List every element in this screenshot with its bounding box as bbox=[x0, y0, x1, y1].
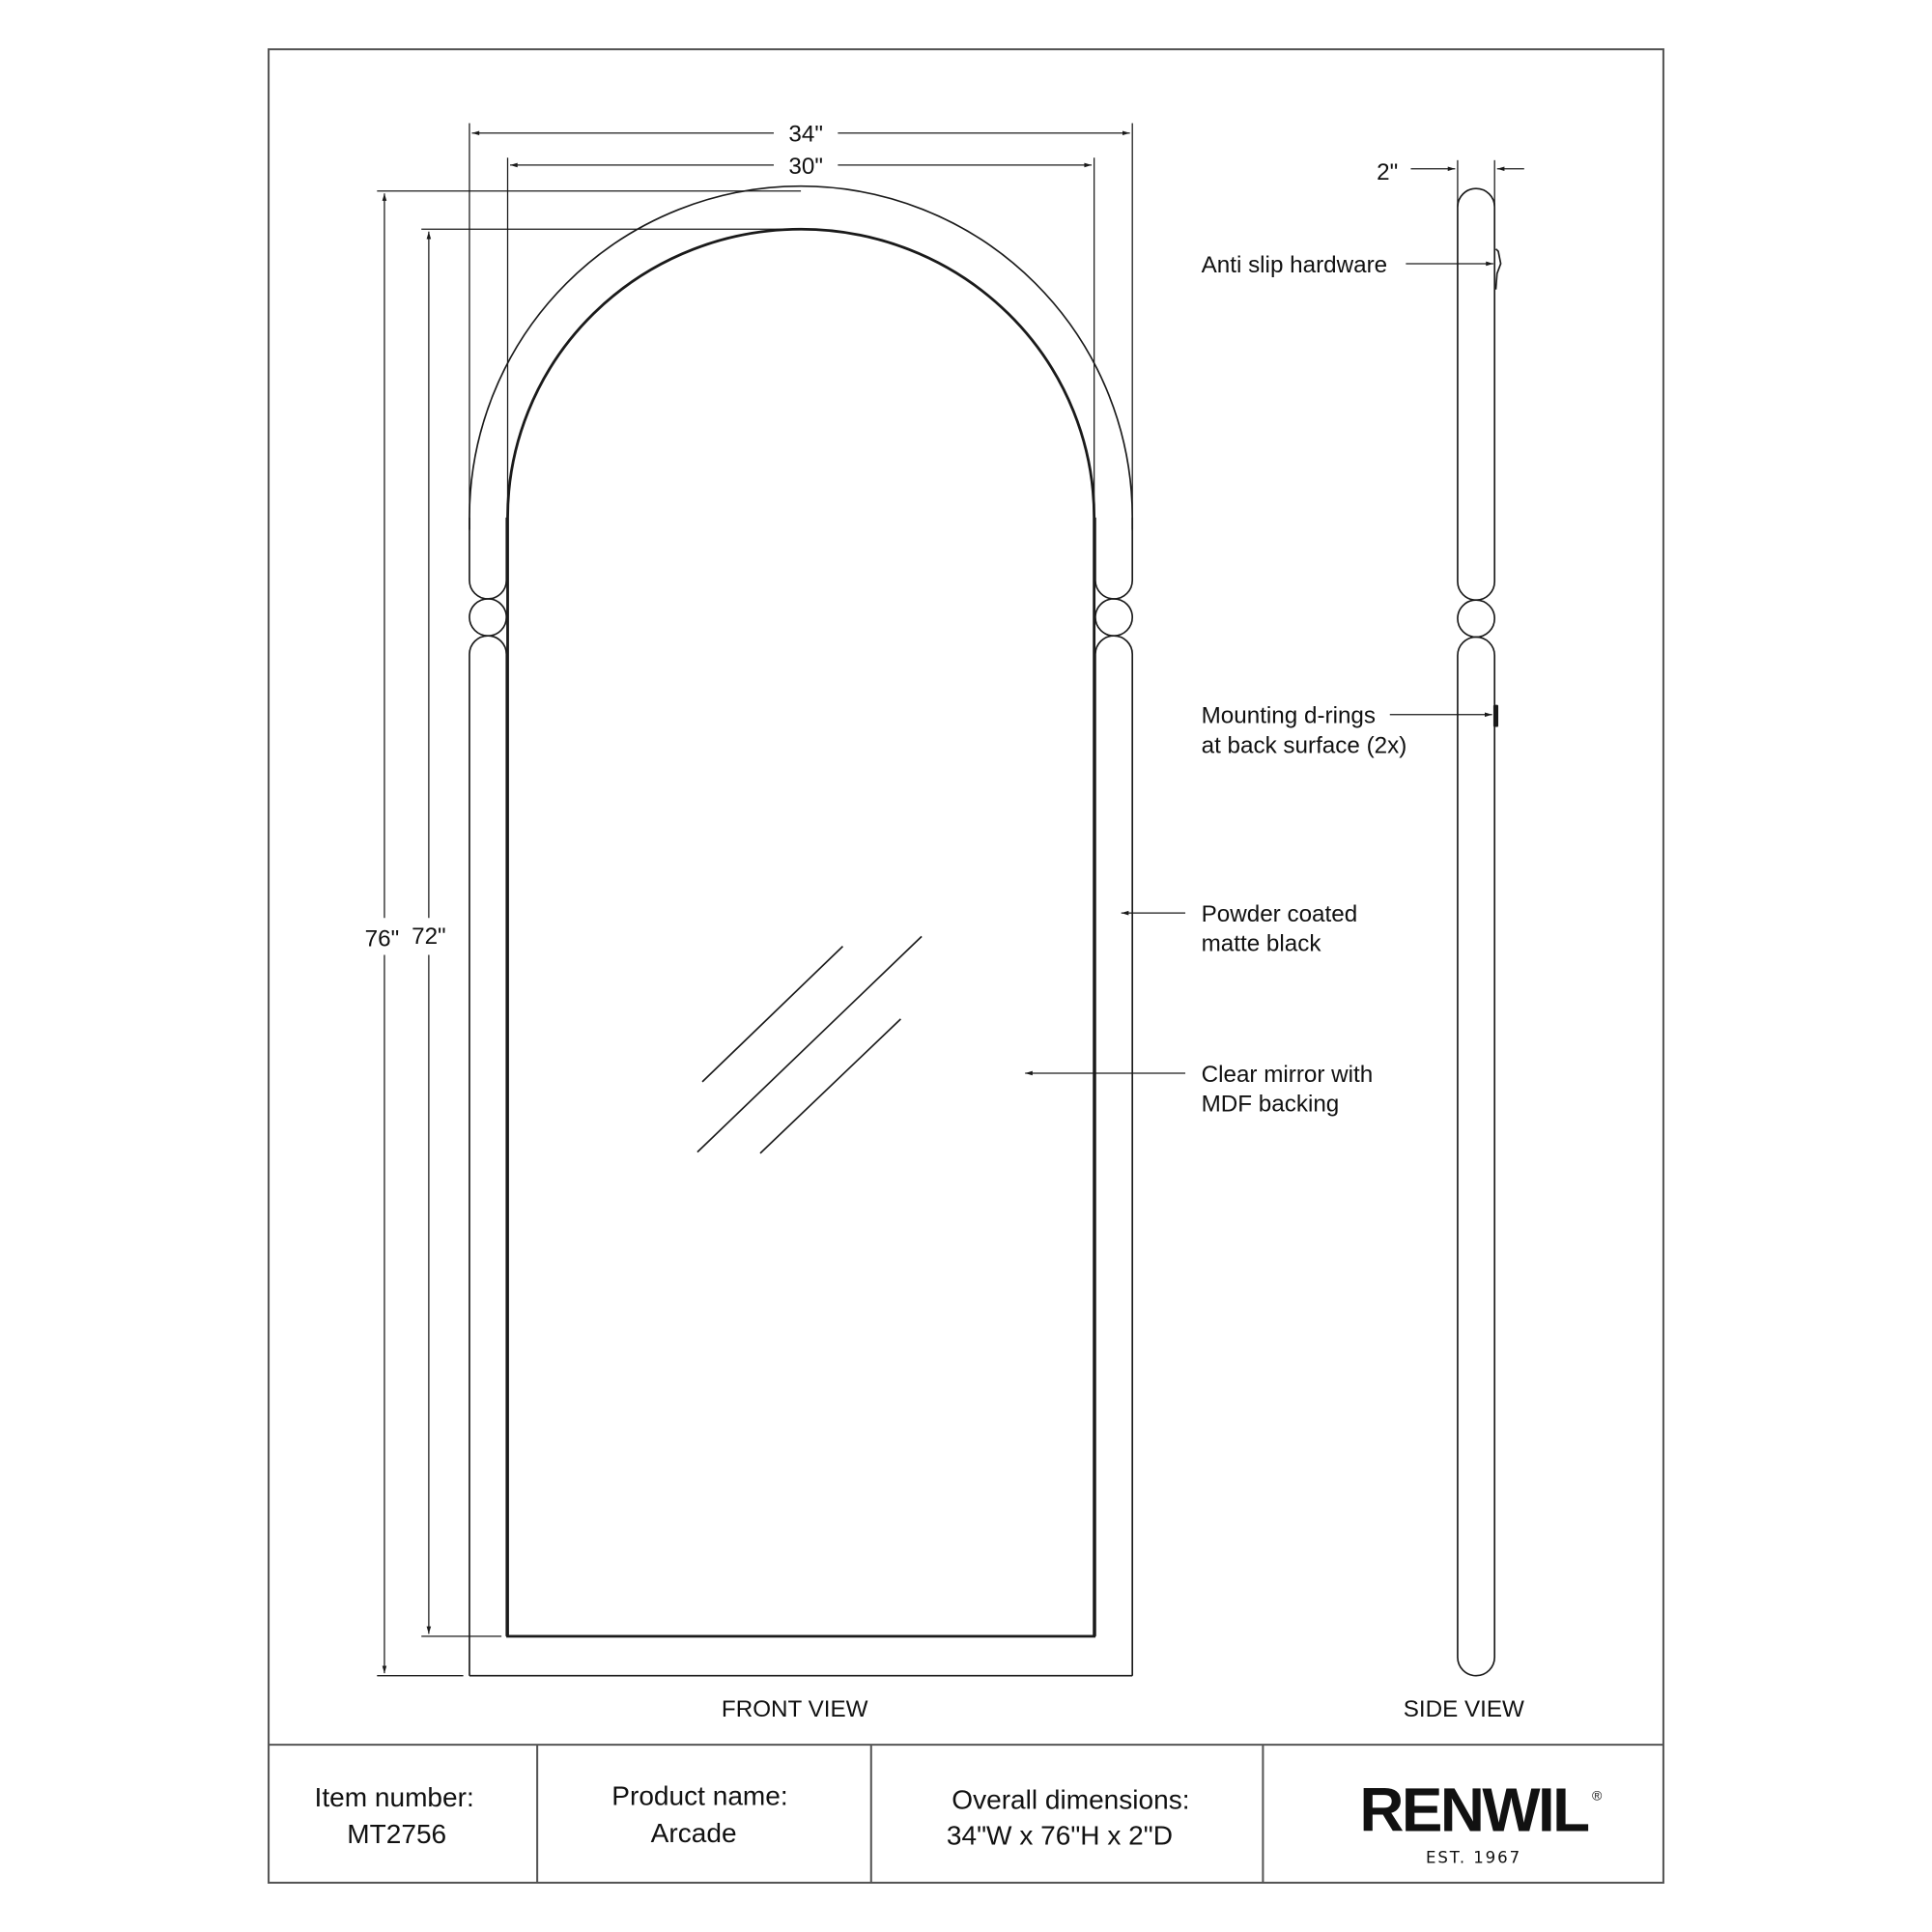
outer-height-label: 76" bbox=[365, 926, 400, 952]
left-rod-lower bbox=[469, 635, 508, 1676]
side-ball-joint bbox=[1457, 599, 1496, 639]
right-rod-upper bbox=[1094, 517, 1134, 600]
mirror-glare-line bbox=[701, 945, 844, 1083]
anti-slip-note: Anti slip hardware bbox=[1202, 252, 1388, 278]
front-view-label: FRONT VIEW bbox=[722, 1696, 868, 1722]
mirror-outline bbox=[506, 227, 1096, 1638]
left-ball-joint bbox=[469, 598, 508, 637]
item-number-label: Item number: bbox=[315, 1782, 474, 1812]
side-upper-segment bbox=[1457, 187, 1496, 601]
sheet-border bbox=[268, 48, 1664, 1884]
d-rings-note: Mounting d-rings bbox=[1202, 703, 1376, 729]
side-view bbox=[1457, 187, 1502, 1677]
overall-dimensions-label: Overall dimensions: bbox=[952, 1784, 1189, 1814]
right-rod-lower bbox=[1094, 635, 1134, 1676]
powder-coated-note: Powder coated bbox=[1202, 901, 1358, 927]
brand-registered-mark: ® bbox=[1592, 1788, 1603, 1804]
depth-label: 2" bbox=[1377, 159, 1398, 185]
mirror-glare-line bbox=[759, 1018, 901, 1154]
height-dimensions: 76" 72" bbox=[365, 190, 802, 1677]
side-callouts: Anti slip hardware Mounting d-rings at b… bbox=[1202, 252, 1493, 758]
front-callouts: Powder coated matte black Clear mirror w… bbox=[1025, 901, 1374, 1118]
inner-width-label: 30" bbox=[788, 154, 823, 180]
depth-dimension: 2" bbox=[1377, 159, 1524, 208]
outer-frame-arch bbox=[469, 185, 1134, 530]
powder-coated-note-2: matte black bbox=[1202, 931, 1322, 957]
anti-slip-hardware-icon bbox=[1494, 248, 1502, 290]
title-block: Item number: MT2756 Product name: Arcade… bbox=[315, 1745, 1603, 1883]
mirror-note-2: MDF backing bbox=[1202, 1092, 1340, 1118]
inner-height-label: 72" bbox=[412, 923, 446, 950]
width-dimensions: 34" 30" bbox=[469, 122, 1133, 518]
side-view-label: SIDE VIEW bbox=[1404, 1696, 1524, 1722]
brand-name: RENWIL bbox=[1359, 1775, 1588, 1844]
front-view bbox=[469, 185, 1134, 1677]
product-name-label: Product name: bbox=[611, 1781, 787, 1811]
brand-tagline: EST. 1967 bbox=[1426, 1849, 1521, 1867]
overall-dimensions-value: 34"W x 76"H x 2"D bbox=[947, 1820, 1173, 1850]
right-ball-joint bbox=[1094, 598, 1134, 637]
outer-width-label: 34" bbox=[788, 122, 823, 148]
left-rod-upper bbox=[469, 517, 508, 600]
mirror-glare-line bbox=[696, 935, 923, 1153]
side-lower-segment bbox=[1457, 636, 1496, 1677]
d-rings-note-2: at back surface (2x) bbox=[1202, 732, 1407, 758]
brand-logo: RENWIL ® EST. 1967 bbox=[1359, 1775, 1603, 1866]
item-number-value: MT2756 bbox=[347, 1819, 446, 1849]
product-name-value: Arcade bbox=[651, 1818, 737, 1848]
d-ring-icon bbox=[1492, 704, 1499, 727]
mirror-note: Clear mirror with bbox=[1202, 1062, 1374, 1088]
